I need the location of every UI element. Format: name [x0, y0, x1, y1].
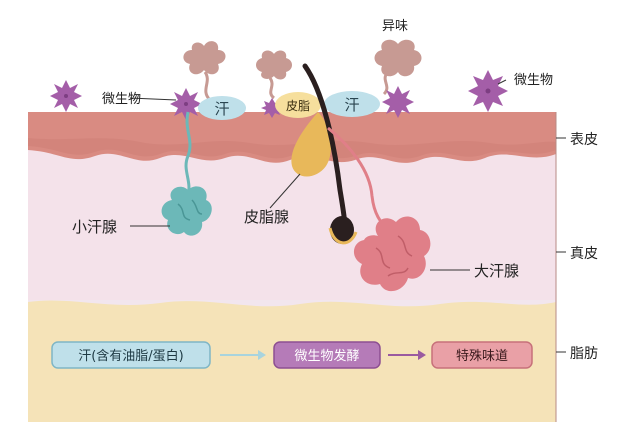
eccrine-gland-label: 小汗腺 — [72, 218, 117, 236]
microbe-icon — [382, 86, 414, 118]
microbe-label-left: 微生物 — [102, 92, 141, 107]
sweat-label-left: 汗 — [214, 100, 229, 118]
sweat-label-right: 汗 — [344, 96, 359, 114]
epidermis-layer — [28, 112, 556, 163]
flow-step-1: 汗(含有油脂/蛋白) — [51, 341, 211, 369]
flow-step-3: 特殊味道 — [431, 341, 533, 369]
epidermis-label: 表皮 — [570, 132, 598, 148]
microbe-icon — [468, 70, 508, 112]
odor-label: 异味 — [382, 19, 408, 34]
flow-arrow-2 — [388, 350, 426, 360]
apocrine-gland — [327, 126, 431, 292]
flow-arrow-1 — [220, 350, 266, 360]
sebum-drop: 皮脂 — [275, 92, 321, 118]
microbe-icon — [170, 88, 202, 120]
sebum-label: 皮脂 — [286, 98, 310, 113]
flow-step-1-text: 汗(含有油脂/蛋白) — [78, 348, 184, 364]
odor-cloud-1 — [183, 41, 226, 102]
flow-step-2: 微生物发酵 — [273, 341, 381, 369]
sebaceous-gland-label: 皮脂腺 — [244, 208, 289, 226]
sweat-drop-right: 汗 — [324, 91, 380, 117]
flow-step-3-text: 特殊味道 — [456, 349, 508, 364]
apocrine-gland-label: 大汗腺 — [474, 262, 519, 280]
microbe-icon — [50, 80, 82, 112]
leader-lines — [129, 79, 566, 353]
hair — [302, 63, 358, 245]
flow-step-2-text: 微生物发酵 — [294, 348, 359, 364]
sebaceous-gland — [291, 112, 332, 177]
eccrine-gland — [161, 111, 212, 236]
fat-label: 脂肪 — [570, 346, 598, 362]
odor-cloud-3 — [374, 39, 422, 96]
sweat-drop-left: 汗 — [198, 96, 246, 120]
dermis-label: 真皮 — [570, 246, 598, 262]
epidermis-inner-band — [28, 138, 556, 159]
odor-cloud-2 — [256, 50, 292, 100]
microbe-label-right: 微生物 — [514, 73, 553, 88]
